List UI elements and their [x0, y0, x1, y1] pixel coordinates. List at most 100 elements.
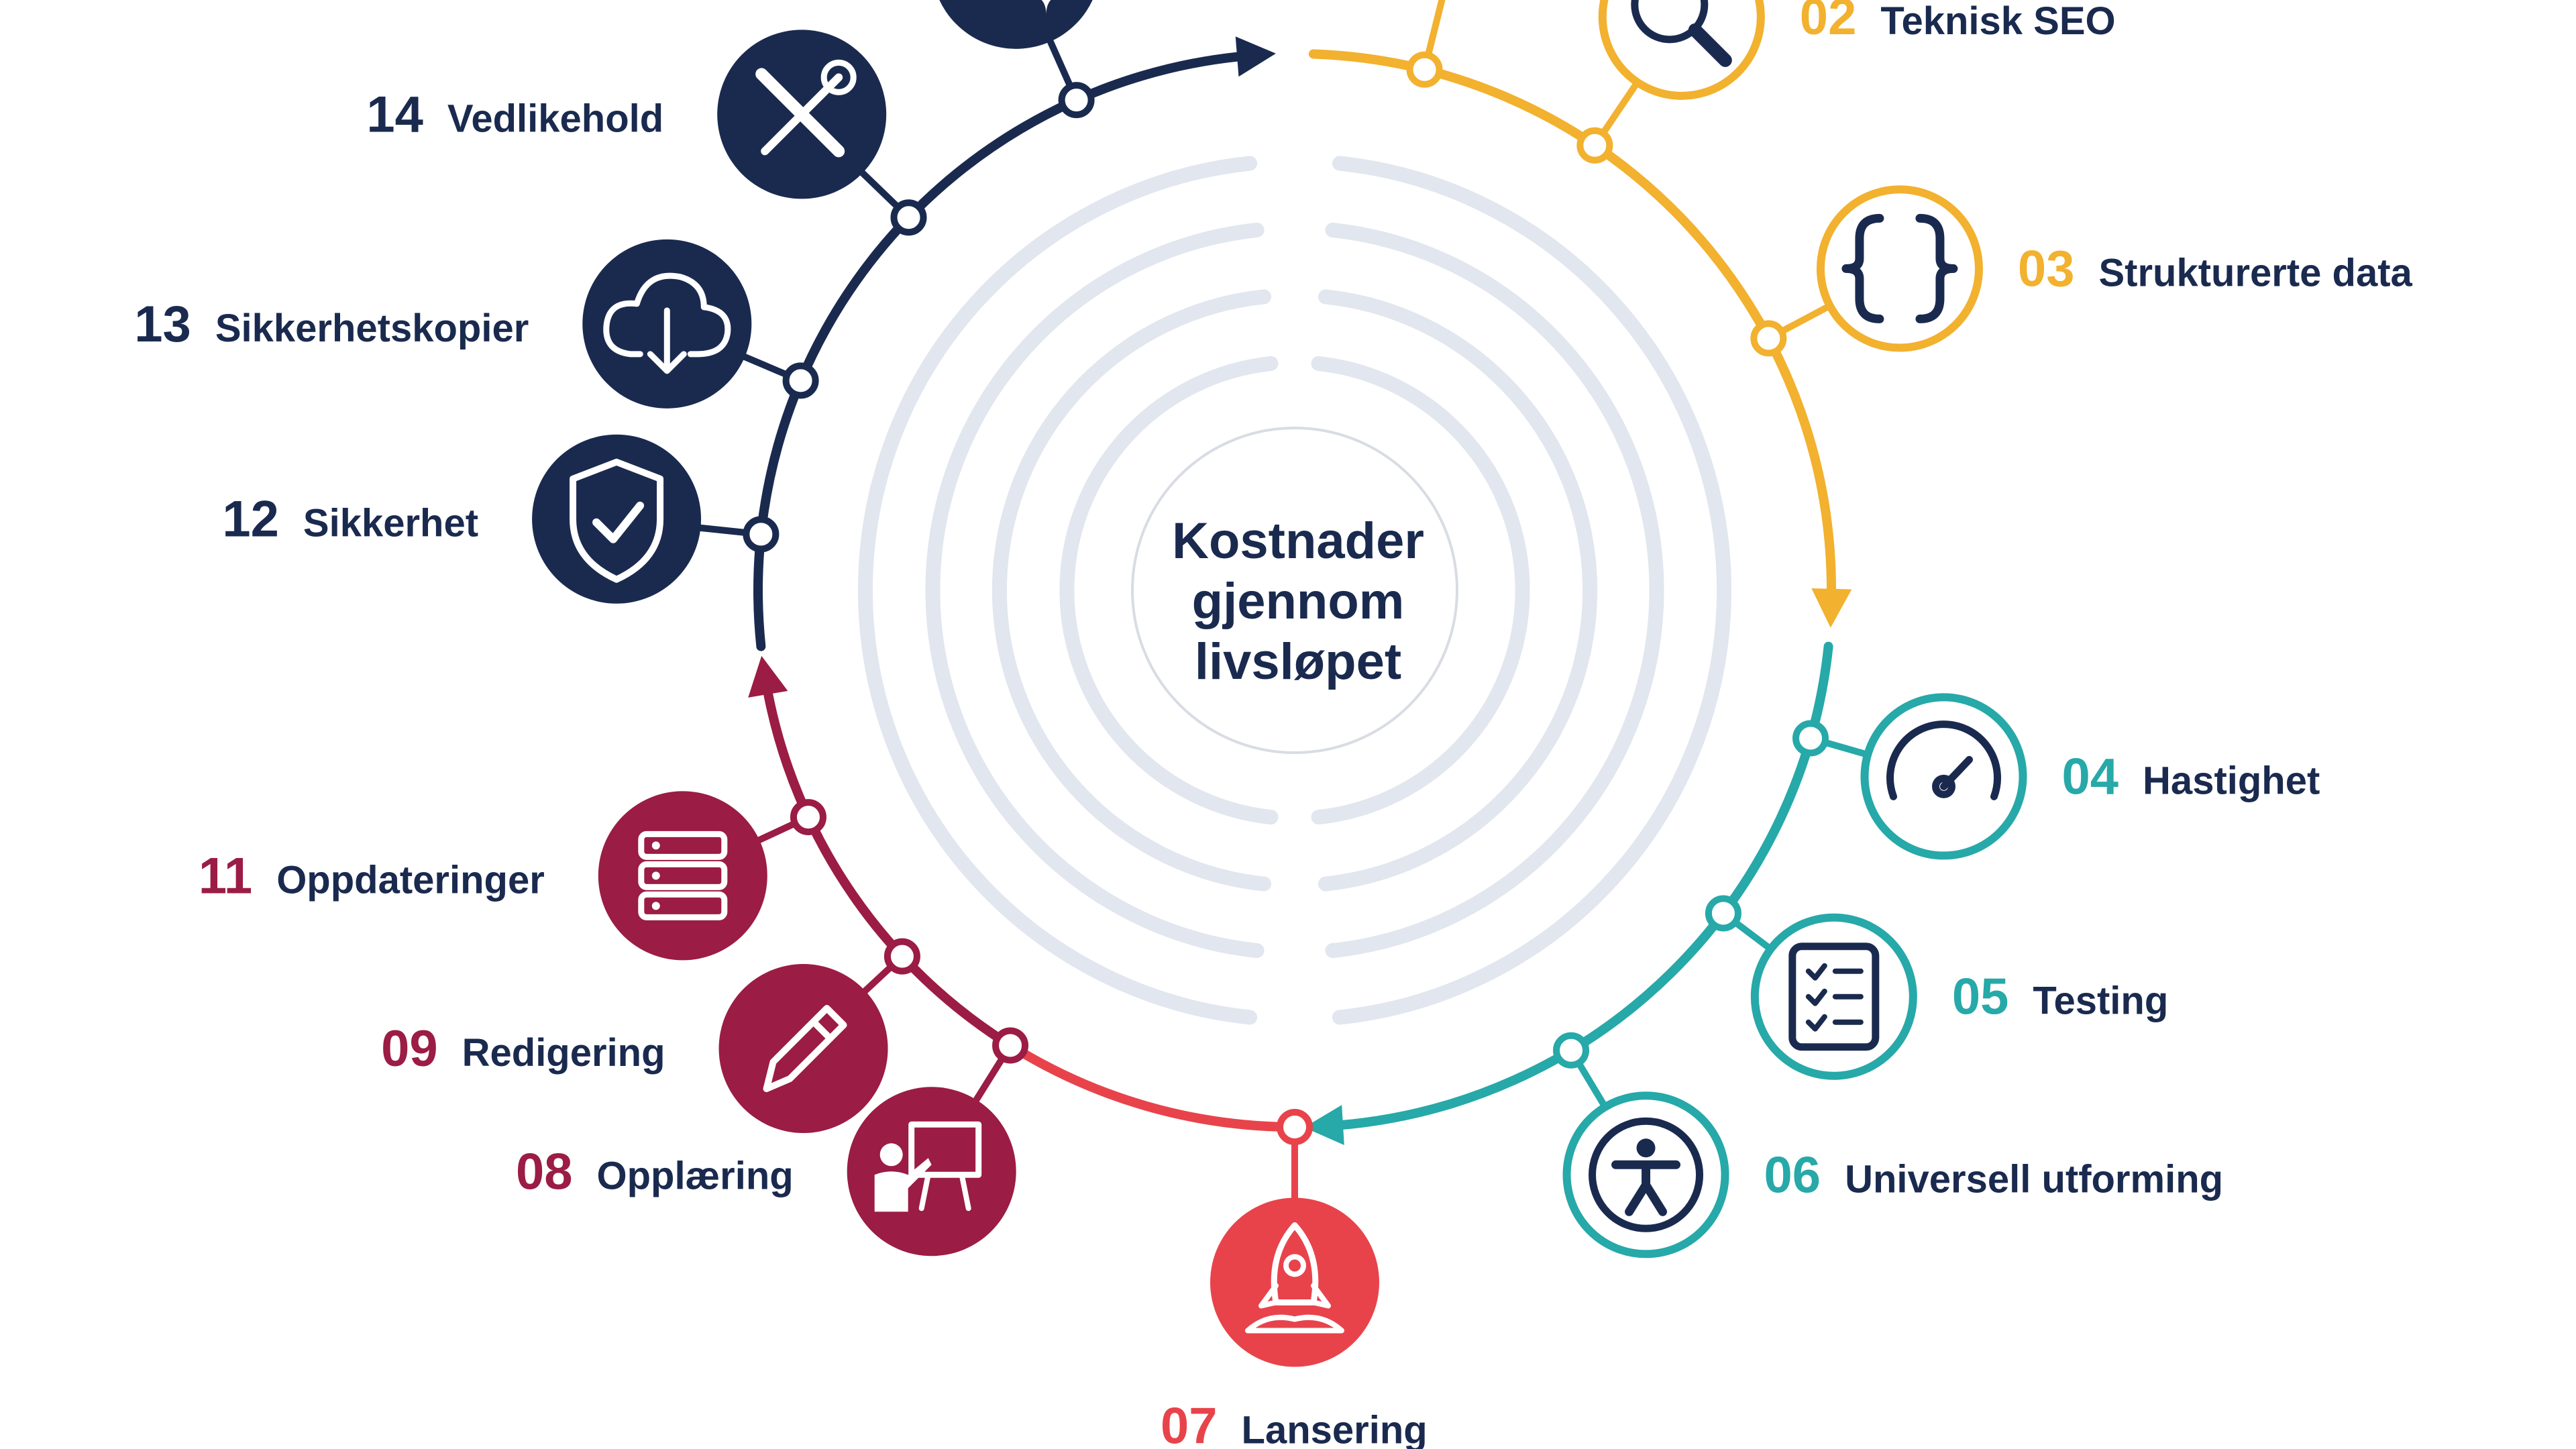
- connector-line: [1421, 0, 1446, 70]
- ring-arc-left: [857, 156, 1258, 1025]
- step-number: 11: [199, 847, 252, 904]
- icon-circle: [1598, 0, 1765, 100]
- step-number: 12: [222, 491, 279, 548]
- icon-badge: [1210, 1197, 1379, 1367]
- step-label: 12 Sikkerhet: [222, 491, 478, 548]
- arc-node: [1576, 127, 1613, 164]
- step-14: 14 Vedlikehold: [366, 30, 927, 236]
- step-name: Oppdateringer: [276, 858, 545, 902]
- center-title-line-1: Kostnader: [1172, 513, 1424, 570]
- step-name: Teknisk SEO: [1880, 0, 2115, 43]
- step-label: 07 Lansering: [1161, 1398, 1428, 1449]
- search-icon: [1631, 0, 1732, 67]
- step-name: Lansering: [1242, 1409, 1428, 1449]
- step-08: 08 Opplæring: [516, 1027, 1029, 1256]
- arc-node: [1277, 1109, 1313, 1145]
- arc-node: [1058, 82, 1095, 119]
- step-label: 04 Hastighet: [2062, 748, 2320, 805]
- step-name: Testing: [2033, 979, 2168, 1023]
- step-number: 02: [1800, 0, 1857, 46]
- step-01: 01Innholdsflytting: [1406, 0, 1446, 88]
- step-number: 08: [516, 1143, 573, 1200]
- arc-node: [992, 1027, 1029, 1064]
- lifecycle-steps: 01Innholdsflytting 02 Teknisk SEO 03 Struktu…: [134, 0, 2413, 1449]
- step-03: 03 Strukturerte data: [1750, 185, 2413, 357]
- icon-badge: [718, 964, 888, 1134]
- ring-arc-left: [1059, 356, 1279, 825]
- center-title-line-2: gjennom: [1192, 573, 1405, 630]
- sparkles-icon: [1041, 0, 1051, 15]
- step-07: 07 Lansering: [1161, 1109, 1428, 1449]
- icon-badge: [532, 434, 702, 604]
- step-number: 04: [2062, 748, 2119, 805]
- step-05: 05 Testing: [1705, 895, 2168, 1080]
- server-icon: [638, 830, 728, 920]
- arc-node: [890, 199, 927, 236]
- step-name: Redigering: [462, 1031, 665, 1075]
- checklist-icon: [1788, 943, 1880, 1051]
- cloud-download-icon: [603, 272, 731, 374]
- accessibility-icon: [1589, 1117, 1704, 1232]
- flow-arrowhead: [1235, 36, 1276, 77]
- step-number: 14: [366, 86, 423, 143]
- arc-node: [790, 799, 826, 836]
- step-15: 15Små forbedringer: [939, 0, 1095, 119]
- arc-node: [1553, 1032, 1590, 1069]
- step-number: 05: [1952, 969, 2009, 1026]
- icon-badge: [1598, 0, 1765, 100]
- step-number: 07: [1161, 1398, 1218, 1449]
- step-number: 09: [381, 1020, 438, 1077]
- icon-badge: [1562, 1091, 1729, 1258]
- icon-circle: [847, 1087, 1016, 1256]
- step-name: Sikkerhet: [303, 502, 478, 545]
- step-label: 11 Oppdateringer: [199, 847, 545, 904]
- step-name: Strukturerte data: [2098, 251, 2412, 294]
- step-name: Sikkerhetskopier: [215, 307, 529, 350]
- arc-node: [883, 938, 920, 975]
- flow-arrowhead: [1304, 1105, 1344, 1146]
- step-name: Vedlikehold: [447, 97, 663, 140]
- ring-arc-right: [1311, 356, 1530, 825]
- arc-node: [782, 362, 819, 399]
- icon-badge: [1816, 185, 1983, 352]
- step-label: 03 Strukturerte data: [2018, 240, 2413, 297]
- step-number: 06: [1764, 1146, 1821, 1203]
- icon-circle: [939, 0, 1093, 49]
- ring-arc-right: [1318, 289, 1598, 892]
- step-name: Hastighet: [2143, 759, 2320, 802]
- background-rings: [857, 156, 1732, 1025]
- step-04: 04 Hastighet: [1792, 693, 2320, 860]
- tools-icon: [755, 59, 857, 158]
- speedometer-icon: [1886, 720, 2002, 800]
- ring-arc-left: [925, 223, 1265, 958]
- arc-node: [1406, 51, 1443, 88]
- flow-arrowhead: [748, 655, 788, 698]
- icon-badge: [717, 30, 887, 199]
- arc-teal: [1336, 641, 1833, 1130]
- ring-arc-right: [1332, 156, 1732, 1025]
- shield-check-icon: [570, 458, 664, 583]
- arc-maroon: [763, 688, 1016, 1051]
- step-number: 03: [2018, 240, 2075, 297]
- arc-node: [1705, 895, 1741, 932]
- step-name: Opplæring: [596, 1154, 793, 1197]
- step-02: 02 Teknisk SEO: [1576, 0, 2116, 164]
- step-09: 09 Redigering: [381, 938, 920, 1134]
- step-12: 12 Sikkerhet: [222, 434, 780, 604]
- step-label: 14 Vedlikehold: [366, 86, 663, 143]
- center-title-line-3: livsløpet: [1195, 633, 1401, 690]
- curly-braces-icon: [1841, 213, 1958, 323]
- ring-arc-right: [1325, 223, 1664, 958]
- icon-badge: [847, 1087, 1016, 1256]
- icon-badge: [1860, 693, 2027, 860]
- arc-red: [1006, 1040, 1299, 1132]
- center-badge: Kostnader gjennom livsløpet: [1131, 427, 1458, 754]
- step-11: 11 Oppdateringer: [199, 791, 826, 961]
- icon-circle: [718, 964, 888, 1134]
- step-label: 08 Opplæring: [516, 1143, 794, 1200]
